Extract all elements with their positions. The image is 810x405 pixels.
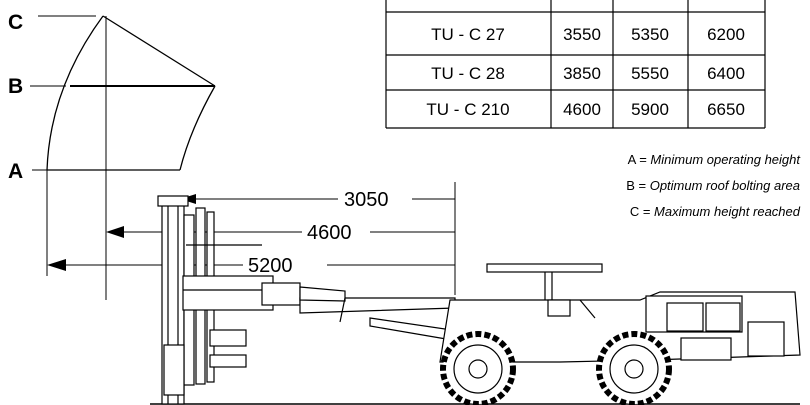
table-cell: TU - C 210 <box>426 100 509 119</box>
table-cell: 3850 <box>563 64 601 83</box>
table-cell: 5550 <box>631 64 669 83</box>
label-c: C <box>8 11 23 34</box>
boom-cylinder <box>299 286 346 302</box>
table-cell: 4600 <box>563 100 601 119</box>
chassis <box>439 291 801 363</box>
dimension-4600: 4600 <box>307 222 352 244</box>
engine-panel <box>666 302 704 332</box>
envelope-right-arc <box>179 85 216 171</box>
table-cell: TU - C 27 <box>431 25 505 44</box>
dim-5200-arrowhead <box>47 259 66 271</box>
legend-item-c: C = Maximum height reached <box>630 204 801 219</box>
radiator-grille <box>747 321 785 357</box>
table-cell: 5350 <box>631 25 669 44</box>
drill-rig-vehicle <box>150 195 801 405</box>
dim-4600-arrowhead <box>106 226 124 238</box>
operator-seat <box>547 299 571 317</box>
label-a: A <box>8 160 23 183</box>
boom-head <box>182 275 274 311</box>
canopy-roof <box>486 263 603 273</box>
envelope-left-arc <box>46 15 104 171</box>
front-hub <box>468 359 488 379</box>
label-b: B <box>8 75 23 98</box>
steering-column <box>579 299 596 319</box>
canopy <box>486 263 603 300</box>
working-envelope <box>30 15 216 300</box>
rear-hub <box>624 359 644 379</box>
spec-table: TU - C 27 3550 5350 6200 TU - C 28 3850 … <box>385 0 766 129</box>
boom-link <box>339 297 346 323</box>
table-cell: 6650 <box>707 100 745 119</box>
mast-clamp <box>209 354 247 368</box>
dimension-lines <box>47 182 456 295</box>
boom-joint <box>261 282 301 306</box>
dimension-5200: 5200 <box>248 255 293 277</box>
legend: A = Minimum operating height B = Optimum… <box>626 152 801 219</box>
engine-panel <box>705 302 741 332</box>
table-cell: 6200 <box>707 25 745 44</box>
envelope-top-edge <box>102 15 216 87</box>
table-cell: TU - C 28 <box>431 64 505 83</box>
mast-top-plate <box>157 195 189 207</box>
dimension-3050: 3050 <box>344 189 389 211</box>
legend-item-b: B = Optimum roof bolting area <box>626 178 800 193</box>
table-cell: 5900 <box>631 100 669 119</box>
legend-item-a: A = Minimum operating height <box>628 152 802 167</box>
rear-wheel <box>596 331 672 405</box>
table-cell: 3550 <box>563 25 601 44</box>
front-wheel <box>440 331 516 405</box>
side-panel <box>680 337 732 361</box>
mast-foot <box>163 344 185 396</box>
mast-clamp <box>209 329 247 347</box>
table-cell: 6400 <box>707 64 745 83</box>
boom-cylinder <box>369 317 453 341</box>
